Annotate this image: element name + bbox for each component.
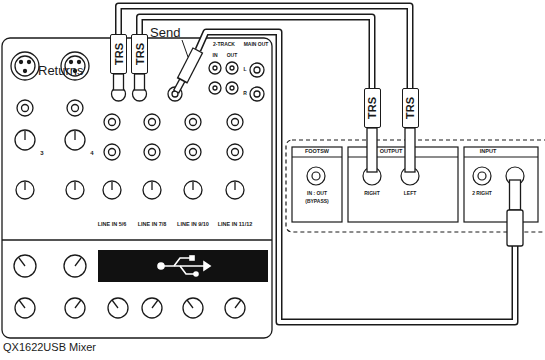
jack-label: LEFT bbox=[404, 191, 417, 196]
callout-label: Returns bbox=[38, 64, 84, 77]
cable-core bbox=[119, 6, 411, 88]
plug-label: TRS bbox=[405, 97, 416, 119]
channel-label: LINE IN 5/6 bbox=[98, 222, 127, 228]
line-jack bbox=[104, 114, 243, 160]
channel-number: 4 bbox=[90, 150, 93, 156]
usb-bar bbox=[98, 250, 268, 282]
channel-number: 3 bbox=[40, 150, 43, 156]
section-label: FOOTSW bbox=[305, 149, 329, 155]
section-label: INPUT bbox=[480, 149, 497, 155]
section-label: OUTPUT bbox=[380, 149, 403, 155]
plug-label: TRS bbox=[113, 43, 124, 65]
jack-label: RIGHT bbox=[364, 191, 380, 196]
panel-label: OUT bbox=[227, 53, 238, 58]
line-jack bbox=[17, 100, 83, 116]
leader-line bbox=[182, 40, 188, 57]
plug-label: TRS bbox=[134, 43, 145, 65]
callout-label: Send bbox=[150, 26, 180, 39]
xlr-jack bbox=[11, 52, 89, 80]
channel-letter: R bbox=[243, 91, 247, 96]
send-plug bbox=[176, 50, 198, 92]
usb-symbol bbox=[158, 256, 210, 276]
return-cable bbox=[119, 6, 411, 88]
send-cable bbox=[198, 32, 515, 322]
panel-label: IN bbox=[213, 53, 218, 58]
device-caption: QX1622USB Mixer bbox=[3, 342, 96, 353]
plug-label: TRS bbox=[367, 97, 378, 119]
trs-plug: TRS bbox=[364, 88, 381, 128]
panel-divider bbox=[2, 239, 272, 240]
knob bbox=[14, 181, 245, 318]
return-cable bbox=[140, 17, 373, 88]
main-out-jack bbox=[250, 63, 264, 101]
return-plug-collar bbox=[114, 74, 145, 90]
knob bbox=[15, 130, 85, 150]
rca-jack bbox=[209, 62, 238, 94]
channel-label: LINE IN 9/10 bbox=[177, 222, 209, 228]
cable-core bbox=[140, 17, 373, 88]
output-plug-collar bbox=[367, 128, 415, 172]
panel-label: MAIN OUT bbox=[244, 42, 269, 47]
jack-label: 2 RIGHT bbox=[472, 191, 492, 196]
cable-outline bbox=[140, 17, 373, 88]
jack-label: (BYPASS) bbox=[305, 199, 329, 204]
trs-plug: TRS bbox=[110, 34, 127, 74]
panel-label: 2-TRACK bbox=[213, 42, 235, 47]
trs-plug: TRS bbox=[402, 88, 419, 128]
trs-plug: TRS bbox=[131, 34, 148, 74]
channel-letter: L bbox=[243, 67, 246, 72]
cable-outline bbox=[119, 6, 411, 88]
channel-label: LINE IN 7/8 bbox=[138, 222, 167, 228]
jack-label: IN : OUT bbox=[307, 191, 327, 196]
input-plug bbox=[507, 180, 523, 246]
channel-label: LINE IN 11/12 bbox=[218, 222, 253, 228]
mixer-panel bbox=[2, 38, 272, 338]
